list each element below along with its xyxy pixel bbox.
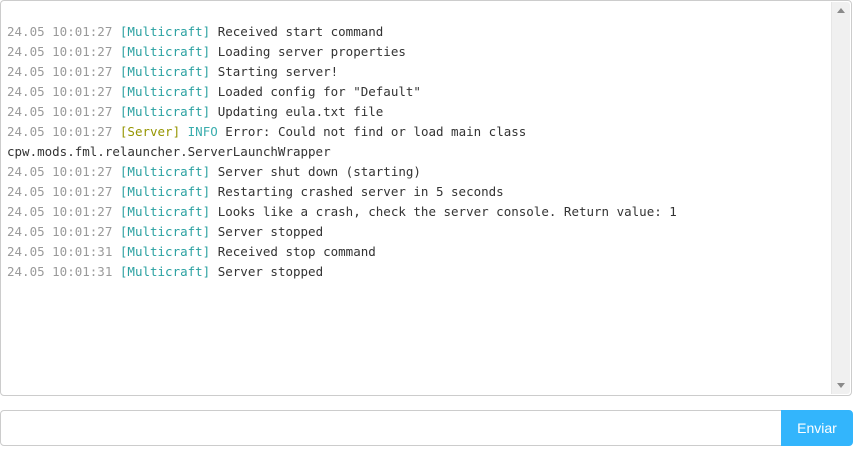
log-line: 24.05 10:01:27 [Server] INFO Error: Coul…: [7, 122, 827, 162]
log-line: 24.05 10:01:27 [Multicraft] Loading serv…: [7, 42, 827, 62]
log-message: Server stopped: [217, 264, 324, 279]
log-timestamp: 24.05 10:01:31: [7, 244, 113, 259]
log-source-tag: [Multicraft]: [119, 244, 211, 259]
log-message: Restarting crashed server in 5 seconds: [217, 184, 504, 199]
log-timestamp: 24.05 10:01:27: [7, 64, 113, 79]
send-button[interactable]: Enviar: [781, 410, 853, 446]
log-timestamp: 24.05 10:01:27: [7, 104, 113, 119]
scroll-up-icon: [837, 8, 845, 13]
log-timestamp: 24.05 10:01:27: [7, 204, 113, 219]
log-line: 24.05 10:01:27 [Multicraft] Restarting c…: [7, 182, 827, 202]
log-source-tag: [Multicraft]: [119, 224, 211, 239]
log-message: Starting server!: [217, 64, 339, 79]
log-message: Received stop command: [217, 244, 376, 259]
log-source-tag: [Server]: [119, 124, 181, 139]
log-timestamp: 24.05 10:01:27: [7, 24, 113, 39]
log-timestamp: 24.05 10:01:27: [7, 44, 113, 59]
command-input-group: Enviar: [0, 410, 853, 446]
log-timestamp: 24.05 10:01:27: [7, 84, 113, 99]
scroll-down-icon: [837, 383, 845, 388]
log-message: Server stopped: [217, 224, 324, 239]
console-scrollbar[interactable]: [831, 2, 850, 394]
command-input[interactable]: [0, 410, 782, 446]
scroll-down-button[interactable]: [832, 377, 850, 394]
log-source-tag: [Multicraft]: [119, 204, 211, 219]
log-line: 24.05 10:01:27 [Multicraft] Looks like a…: [7, 202, 827, 222]
log-source-tag: [Multicraft]: [119, 24, 211, 39]
log-source-tag: [Multicraft]: [119, 184, 211, 199]
log-line: 24.05 10:01:27 [Multicraft] Loaded confi…: [7, 82, 827, 102]
console-log-panel: 24.05 10:01:27 [Multicraft] Received sta…: [0, 0, 852, 396]
log-source-tag: [Multicraft]: [119, 84, 211, 99]
log-source-tag: [Multicraft]: [119, 164, 211, 179]
log-message: Received start command: [217, 24, 384, 39]
log-message: Loading server properties: [217, 44, 406, 59]
log-source-tag: [Multicraft]: [119, 64, 211, 79]
log-timestamp: 24.05 10:01:27: [7, 164, 113, 179]
log-level: INFO: [187, 124, 218, 139]
log-timestamp: 24.05 10:01:31: [7, 264, 113, 279]
log-message: Error: Could not find or load main class…: [7, 124, 527, 159]
log-source-tag: [Multicraft]: [119, 44, 211, 59]
log-timestamp: 24.05 10:01:27: [7, 184, 113, 199]
log-line: 24.05 10:01:27 [Multicraft] Received sta…: [7, 22, 827, 42]
log-line: 24.05 10:01:27 [Multicraft] Starting ser…: [7, 62, 827, 82]
log-timestamp: 24.05 10:01:27: [7, 124, 113, 139]
log-message: Looks like a crash, check the server con…: [217, 204, 677, 219]
scroll-up-button[interactable]: [832, 2, 850, 19]
log-line: 24.05 10:01:27 [Multicraft] Server stopp…: [7, 222, 827, 242]
log-line: 24.05 10:01:31 [Multicraft] Received sto…: [7, 242, 827, 262]
log-line: 24.05 10:01:27 [Multicraft] Server shut …: [7, 162, 827, 182]
log-message: Server shut down (starting): [217, 164, 421, 179]
log-line: 24.05 10:01:31 [Multicraft] Server stopp…: [7, 262, 827, 282]
log-message: Loaded config for "Default": [217, 84, 421, 99]
log-message: Updating eula.txt file: [217, 104, 384, 119]
log-source-tag: [Multicraft]: [119, 264, 211, 279]
log-line: 24.05 10:01:27 [Multicraft] Updating eul…: [7, 102, 827, 122]
log-timestamp: 24.05 10:01:27: [7, 224, 113, 239]
console-log-lines[interactable]: 24.05 10:01:27 [Multicraft] Received sta…: [2, 2, 831, 394]
log-source-tag: [Multicraft]: [119, 104, 211, 119]
